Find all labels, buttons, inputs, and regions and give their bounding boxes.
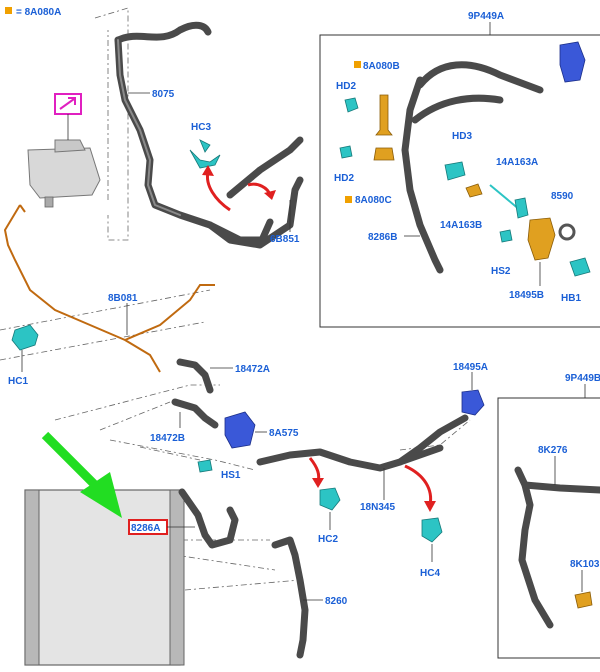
coolant-reservoir xyxy=(27,139,101,208)
hose-18n345 xyxy=(256,414,469,472)
label-18495a: 18495A xyxy=(453,362,488,373)
label-8k276: 8K276 xyxy=(538,445,568,456)
hose-8260 xyxy=(271,536,309,659)
legend-text: = 8A080A xyxy=(16,7,61,18)
link-arrow-icon[interactable] xyxy=(54,93,82,115)
label-8260: 8260 xyxy=(325,596,348,607)
valve-8a575 xyxy=(224,411,256,449)
label-hb1: HB1 xyxy=(561,293,581,304)
sensor-18495a xyxy=(461,389,485,416)
label-8075: 8075 xyxy=(152,89,175,100)
legend-swatch xyxy=(5,7,12,14)
label-hc3: HC3 xyxy=(191,122,211,133)
highlight-box-8286a[interactable]: 8286A xyxy=(128,519,168,535)
detail-box-9p449a: 9P449A 8A080B HD2 HD2 8A080C 8286B HD3 1… xyxy=(319,11,600,328)
clip-hc4 xyxy=(421,517,443,543)
label-hc1: HC1 xyxy=(8,376,28,387)
hose-18472b xyxy=(171,398,219,429)
label-8590: 8590 xyxy=(551,191,574,202)
clip-hc1 xyxy=(11,324,39,351)
clip-hc3 xyxy=(189,139,221,169)
label-8a575: 8A575 xyxy=(269,428,299,439)
label-hs1: HS1 xyxy=(221,470,241,481)
label-hd2-top: HD2 xyxy=(336,81,356,92)
label-18472a: 18472A xyxy=(235,364,270,375)
label-8286b: 8286B xyxy=(368,232,397,243)
highlight-arrow-icon xyxy=(41,431,122,518)
label-hd2-bottom: HD2 xyxy=(334,173,354,184)
label-14a163a: 14A163A xyxy=(496,157,538,168)
hose-8286a xyxy=(178,488,239,549)
label-hs2: HS2 xyxy=(491,266,511,277)
label-14a163b: 14A163B xyxy=(440,220,482,231)
pipe-8b081 xyxy=(3,204,215,373)
label-18495b: 18495B xyxy=(509,290,544,301)
legend: = 8A080A xyxy=(5,7,61,18)
label-8286a: 8286A xyxy=(131,523,160,534)
label-8a080b: 8A080B xyxy=(363,61,400,72)
label-8a080c: 8A080C xyxy=(355,195,392,206)
label-8b081: 8B081 xyxy=(108,293,138,304)
hose-18472a xyxy=(176,358,214,394)
box-9p449b-title: 9P449B xyxy=(565,373,600,384)
label-hc4: HC4 xyxy=(420,568,440,579)
hose-8075 xyxy=(114,21,304,249)
clip-hc2 xyxy=(319,487,341,511)
clip-hs1 xyxy=(197,459,213,473)
label-6b851: 6B851 xyxy=(270,234,300,245)
label-18472b: 18472B xyxy=(150,433,185,444)
radiator xyxy=(24,489,185,666)
label-18n345: 18N345 xyxy=(360,502,395,513)
box-9p449a-title: 9P449A xyxy=(468,11,504,22)
label-8k103: 8K103 xyxy=(570,559,600,570)
label-hc2: HC2 xyxy=(318,534,338,545)
label-hd3: HD3 xyxy=(452,131,472,142)
detail-box-9p449b: 9P449B 8K276 8K103 xyxy=(497,373,600,659)
